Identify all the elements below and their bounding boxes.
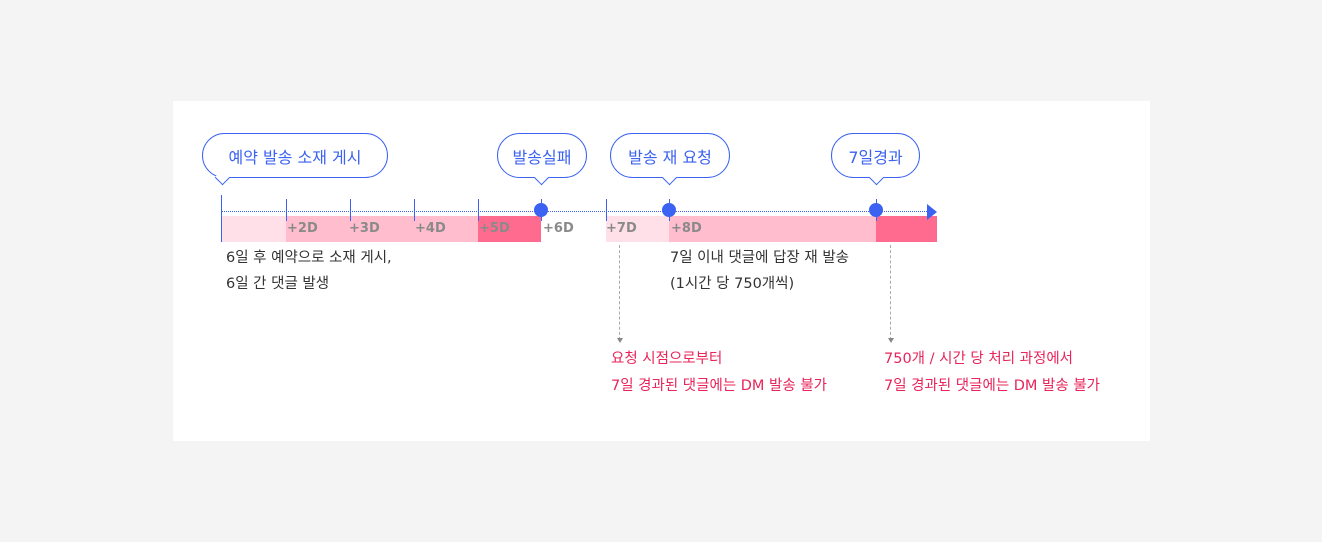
timeline-axis [222, 211, 927, 212]
note-line: 750개 / 시간 당 처리 과정에서 [884, 351, 1074, 367]
bubble-send-failed: 발송실패 [497, 133, 587, 178]
arrow-down-icon [617, 338, 623, 343]
note-line: 7일 경과된 댓글에는 DM 발송 불가 [884, 378, 1101, 394]
note-request-limit: 요청 시점으로부터 7일 경과된 댓글에는 DM 발송 불가 [611, 346, 827, 400]
tick-label: +3D [349, 221, 380, 236]
tick [286, 199, 287, 221]
tick-label: +6D [543, 221, 574, 236]
arrow-right-icon [927, 204, 937, 220]
tick [350, 199, 351, 221]
note-line: 요청 시점으로부터 [611, 351, 723, 367]
description-posting: 6일 후 예약으로 소재 게시, 6일 간 댓글 발생 [226, 245, 392, 297]
tick [221, 195, 222, 242]
desc-line: 6일 간 댓글 발생 [226, 276, 330, 292]
bar-segment [876, 216, 937, 242]
description-resend: 7일 이내 댓글에 답장 재 발송 (1시간 당 750개씩) [670, 245, 849, 297]
bubble-scheduled-post: 예약 발송 소재 게시 [202, 133, 388, 178]
bar-segment [222, 216, 286, 242]
event-dot [869, 203, 883, 217]
desc-line: 7일 이내 댓글에 답장 재 발송 [670, 250, 850, 266]
dashed-connector [619, 245, 620, 340]
note-processing-limit: 750개 / 시간 당 처리 과정에서 7일 경과된 댓글에는 DM 발송 불가 [884, 346, 1100, 400]
tick-label: +4D [415, 221, 446, 236]
dashed-connector [890, 245, 891, 340]
desc-line: (1시간 당 750개씩) [670, 276, 795, 292]
bar-segment [669, 216, 876, 242]
tick [606, 199, 607, 221]
tick-label: +8D [671, 221, 702, 236]
tick-label: +2D [287, 221, 318, 236]
tick-label: +7D [606, 221, 637, 236]
bar-segment [286, 216, 478, 242]
bar-segment [606, 216, 669, 242]
tick [478, 199, 479, 221]
desc-line: 6일 후 예약으로 소재 게시, [226, 250, 392, 266]
event-dot [662, 203, 676, 217]
note-line: 7일 경과된 댓글에는 DM 발송 불가 [611, 378, 828, 394]
event-dot [534, 203, 548, 217]
tick [414, 199, 415, 221]
bar-segment [478, 216, 541, 242]
tick-label: +5D [479, 221, 510, 236]
arrow-down-icon [888, 338, 894, 343]
